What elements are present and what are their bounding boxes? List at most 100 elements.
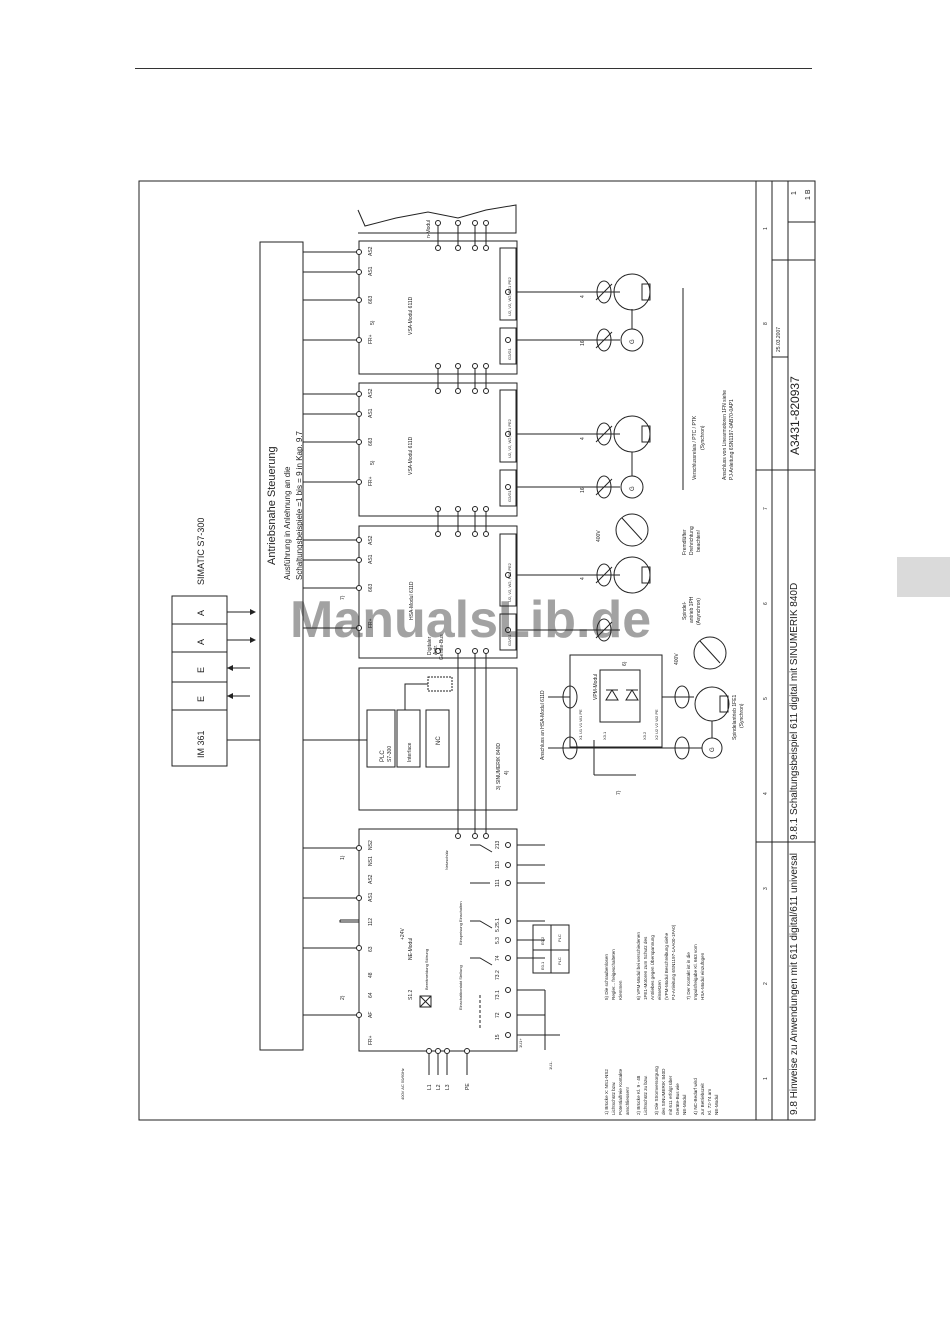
note-c1-11: 4) NC-Bedarf wird <box>693 1078 698 1115</box>
note-c1-14: NE-Modul <box>714 1095 719 1115</box>
io-label-e2: E <box>196 667 206 673</box>
switch-label: S1.2 <box>408 989 414 1000</box>
motor-note-1: Verschlussrelais / PTC / PTK <box>692 415 698 480</box>
note-c2-3: 6) VPM-Modul bei verschiedenen <box>636 932 641 1000</box>
m3-enc-cable: 16 <box>580 340 586 346</box>
ne-term-ns1: NS1 <box>368 856 374 866</box>
digital-line2: Antr. <box>433 645 439 655</box>
fan-caption-2: Drehrichtung <box>689 526 695 555</box>
ruler-6: 6 <box>763 602 769 605</box>
axis-module-1-label: HSA-Modul 611D <box>409 581 415 620</box>
ne-b-term-213: 213 <box>495 840 501 849</box>
axis-3-motor-cap: U2, V2, W2, PE1 PE2 <box>507 276 512 316</box>
ne-b-term-5-3: 5.3 <box>495 937 501 944</box>
ne-b-term-111: 111 <box>495 879 501 887</box>
axis-module-2-box <box>358 382 518 517</box>
note-c2-5: Antriebes gegen Überspannung <box>649 935 655 1000</box>
sinumerik-note: 4) <box>504 770 510 775</box>
sinumerik-840d-block <box>358 667 518 811</box>
io-label-e1: E <box>196 696 206 702</box>
vpm-terminals-bottom: X2 U2 V2 W2 PE <box>654 709 659 740</box>
note-c1-13: Kl. 72-74 am <box>707 1089 712 1115</box>
note-c1-4: 2) Brücke Kl. 9 - 48 <box>636 1075 641 1115</box>
ruler-9: 1 <box>763 227 769 230</box>
footnote-1: 1) <box>340 855 346 860</box>
chapter-side-tab <box>897 557 950 597</box>
digital-line1: Digitaler <box>427 636 433 655</box>
ax1-term-as1: AS1 <box>368 554 374 564</box>
ne-term-as2: AS2 <box>368 874 374 884</box>
relay-label-3: Einschaltkontakt Stellung <box>458 965 463 1010</box>
axis-1-encoder-cap: G2/G1 <box>507 633 512 646</box>
note-c2-6: einsetzen <box>657 980 662 1000</box>
ax1-term-fr: FR+ <box>368 618 374 628</box>
note-c2-4: 1FE1-Motoren zum Schutz des <box>643 936 648 1000</box>
axis-2-encoder-cap: G2/G1 <box>507 489 512 502</box>
ne-b-term-74: 74 <box>495 955 501 961</box>
ne-b-term-5-1: 5.1 <box>495 918 501 925</box>
motor-note-3: Anschluss von Linearmotoren 1FN siehe <box>722 390 728 480</box>
ne-term-af: AF <box>368 1012 374 1018</box>
drawing-frame <box>138 180 816 1121</box>
plc-input-e02: E0.2 <box>540 936 545 945</box>
ax3-term-as2: AS2 <box>368 246 374 256</box>
vpm-motor-caption-1: Spindelantrieb 1FE1 <box>732 694 738 740</box>
m3-cable: 4 <box>580 295 586 298</box>
footnote-5b: 5) <box>370 320 376 325</box>
ne-b-term-72: 72 <box>495 1012 501 1018</box>
ax1-term-as2: AS2 <box>368 535 374 545</box>
ruler-8: 8 <box>763 322 769 325</box>
ax3-term-663: 663 <box>368 295 374 304</box>
footnote-2: 2) <box>340 995 346 1000</box>
plc-label: PLC <box>380 750 386 762</box>
plc-input-plc2: PLC <box>557 934 562 942</box>
io-label-a2: A <box>196 610 206 616</box>
spindle-fan-voltage: 400V <box>674 653 680 665</box>
ruler-4: 4 <box>763 792 769 795</box>
note-c2-2: Klemmen <box>618 980 623 1000</box>
vpm-conn-note: Anschluss an HSA-Modul 611D <box>540 690 546 760</box>
note-c1-3: anschliessen! <box>625 1087 630 1115</box>
chapter-title: 9.8 Hinweise zu Anwendungen mit 611 digi… <box>789 853 800 1115</box>
ne-term-63: 63 <box>368 946 374 952</box>
footnote-7: 7) <box>340 595 346 600</box>
spindle-caption-2: antrieb 1PH <box>689 596 695 623</box>
ne-term-48: 48 <box>368 972 374 978</box>
axis-3-encoder-cap: G2/G1 <box>507 347 512 360</box>
bus-connector-icon <box>427 676 453 692</box>
ne-b-term-73-1: 73.1 <box>495 990 501 1000</box>
note-c2-11: HSA-Modul einzufügen <box>700 952 705 1000</box>
ne-b-term-5-2: 5.2 <box>495 925 501 932</box>
vpm-note: 6) <box>622 661 628 666</box>
axis-module-3-box <box>358 240 518 375</box>
mains-l1: L1 <box>427 1084 433 1090</box>
digital-line3: Geräte-Bus <box>439 634 445 660</box>
sinumerik-label: 3) SINUMERIK 840D <box>496 743 502 790</box>
drawing-date: 25.03.2007 <box>776 327 782 352</box>
ruler-5: 5 <box>763 697 769 700</box>
bus-title: Antriebsnahe Steuerung <box>266 446 278 565</box>
bus-note-line2: Schaltungsbeispiele =1 bis = 9 in Kap. 9… <box>295 430 304 580</box>
relay-label-1: Bereitmeldung Störung <box>424 949 429 990</box>
vpm-x3: X3.1 <box>602 731 607 740</box>
ne-module-label: NE-Modul <box>408 938 414 960</box>
m1-fan-voltage: 400V <box>596 530 602 542</box>
note-c2-1: Regler... freigeschalteten <box>611 949 616 1000</box>
note-c2-9: 7) Der Kontakt ist in die <box>686 952 691 1000</box>
ne-b-term-113: 113 <box>495 861 501 869</box>
io-module-rack <box>171 595 228 711</box>
plc-sub-label: S7-300 <box>387 746 393 762</box>
note-c1-1: Lichtschütz bzw. <box>611 1082 616 1115</box>
note-c1-12: zur Betriebszeit <box>700 1083 705 1115</box>
sheet-number: 1 <box>791 191 798 195</box>
motor-note-4: PJ-Anleitung 6SN1197-0AB70-0AP1 <box>729 399 735 480</box>
mains-l2: L2 <box>436 1084 442 1090</box>
ne-supply-label: +24V <box>400 928 406 940</box>
axis-1-motor-cap: U2, V2, W2, PE1 PE2 <box>507 562 512 602</box>
ax3-term-as1: AS1 <box>368 266 374 276</box>
plc-input-plc1: PLC <box>557 957 562 965</box>
m2-encoder: G <box>630 486 636 491</box>
spindle-fan-icon <box>693 636 727 670</box>
ruler-7: 7 <box>763 507 769 510</box>
